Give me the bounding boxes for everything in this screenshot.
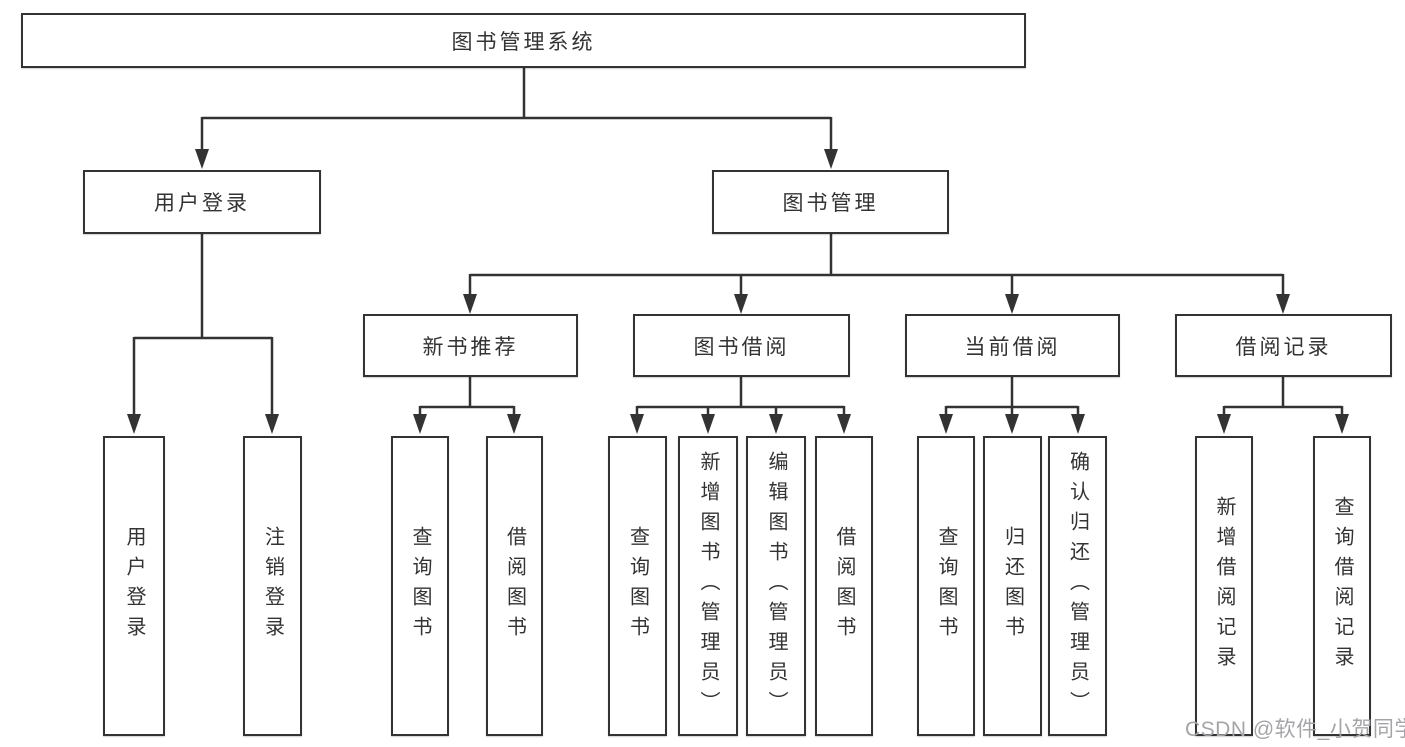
node-book-borrow: 图书借阅: [633, 314, 850, 377]
leaf-query-borrow-record: 查询借阅记录: [1313, 436, 1371, 736]
leaf-user-login: 用户登录: [103, 436, 165, 736]
watermark: CSDN @软件_小贺同学: [1185, 718, 1405, 741]
node-library-system: 图书管理系统: [21, 13, 1026, 68]
leaf-return-book: 归还图书: [983, 436, 1042, 736]
leaf-borrow-books-1: 借阅图书: [486, 436, 543, 736]
leaf-logout: 注销登录: [243, 436, 302, 736]
node-new-book-recommend: 新书推荐: [363, 314, 578, 377]
leaf-confirm-return-admin: 确认归还（管理员）: [1048, 436, 1107, 736]
leaf-add-book-admin: 新增图书（管理员）: [678, 436, 738, 736]
leaf-query-books-1: 查询图书: [391, 436, 449, 736]
leaf-edit-book-admin: 编辑图书（管理员）: [746, 436, 806, 736]
leaf-query-books-2: 查询图书: [608, 436, 667, 736]
node-borrow-records: 借阅记录: [1175, 314, 1392, 377]
node-user-login: 用户登录: [83, 170, 321, 234]
leaf-borrow-books-2: 借阅图书: [815, 436, 873, 736]
leaf-add-borrow-record: 新增借阅记录: [1195, 436, 1253, 736]
leaf-query-books-3: 查询图书: [917, 436, 975, 736]
arrowheads: [127, 149, 1349, 434]
node-book-management: 图书管理: [712, 170, 949, 234]
node-current-borrow: 当前借阅: [905, 314, 1120, 377]
